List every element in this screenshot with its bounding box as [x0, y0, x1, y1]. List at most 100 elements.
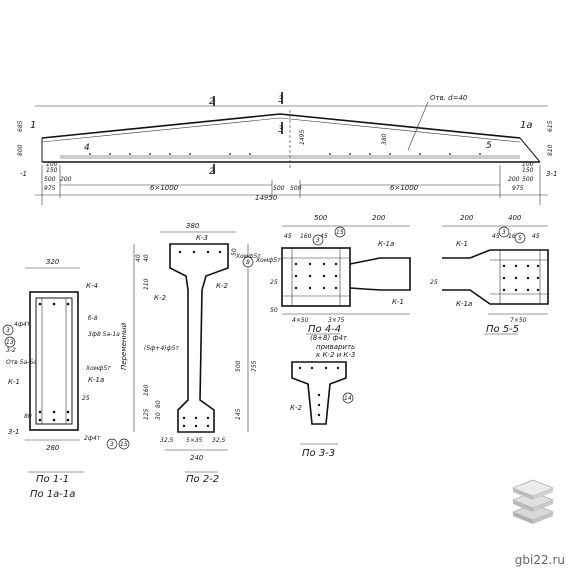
sec22-dim-left-1: 40 [143, 254, 150, 262]
sec22-dim-left-0: 40 [135, 254, 142, 262]
sec22-bottom-2: 32,5 [212, 437, 226, 444]
sec11-side-0: 25 [82, 395, 90, 402]
sec44-dim-top-0: 500 [314, 214, 328, 222]
sec11-bubble-3b-text: 3 [110, 441, 114, 448]
sec55-bubble-5-text: 5 [518, 235, 522, 242]
sec22-label-4: (5ф+4)ф5т [144, 345, 179, 352]
sec44-dim-sub-2: 45 [320, 233, 328, 240]
sec33-note-3: к К-2 и К-3 [316, 351, 355, 359]
sec11-label-7: 2ф4т [84, 435, 101, 442]
right-height-1: 615 [547, 120, 554, 132]
sec22-title: По 2-2 [186, 474, 219, 485]
left-small-2: 100 [46, 161, 58, 168]
sec11-label-6: К-1 [8, 378, 20, 386]
sec22-dim-right-3: 145 [235, 408, 242, 420]
sec44-label-2: К-1 [392, 298, 404, 306]
section-mark-2-bottom: 2 [209, 167, 215, 177]
sec44-bubble-3 [312, 234, 324, 246]
stacked-slabs-icon [512, 479, 554, 524]
left-end-dim: 975 [44, 185, 56, 192]
section-2-2 [133, 231, 249, 473]
sec55-dim-sub-2: 45 [532, 233, 540, 240]
section-mark-3-top: 3 [278, 95, 284, 105]
sec44-side-0: 25 [270, 279, 278, 286]
section-1-1 [25, 267, 84, 473]
sec55-side-0: 25 [430, 279, 438, 286]
right-panel-dim: 6×1000 [390, 184, 419, 192]
sec55-dim-sub-1: 160 [508, 233, 520, 240]
sec22-dim-left-5: 125 [143, 408, 150, 420]
sec55-bubble-3 [498, 226, 510, 238]
sec11-bubble-3b [106, 438, 118, 450]
center-height: 1495 [299, 130, 306, 145]
sec22-side-label: Переменный [120, 322, 128, 370]
sec22-bottom-0: 32,5 [160, 437, 174, 444]
sec11-bubble-15-text: 15 [120, 441, 128, 448]
section-mark-1: 1 [30, 120, 36, 131]
sec44-bubble-3-text: 3 [316, 237, 320, 244]
sec55-bubble-5 [514, 232, 526, 244]
section-mark-5: 5 [486, 141, 492, 151]
sec11-label-1: 4ф4т [14, 321, 31, 328]
section-mark-1a: 1а [520, 120, 533, 131]
sec22-dim-left-7: 30 [155, 412, 162, 420]
sec33-title: По 3-3 [302, 448, 335, 459]
sec11-bubble-15 [118, 438, 130, 450]
left-panel-dim: 6×1000 [150, 184, 179, 192]
sec22-dim-right-1: 500 [235, 360, 242, 372]
sec22-dim-left-6: 80 [155, 400, 162, 408]
sec44-bubble-15-text: 15 [336, 229, 344, 236]
elevation-rebar-dots [89, 153, 481, 155]
center-right-dim: 500 [290, 185, 302, 192]
sec33-note-1: (8+8) ф4т [310, 334, 348, 342]
center-height-2: 380 [381, 133, 388, 145]
sec55-dim-bottom-0: 7×50 [510, 317, 527, 324]
beam-elevation [35, 92, 548, 205]
right-sub-dim: 200 [508, 176, 520, 183]
sec11-label-2: 3-2 [6, 347, 16, 354]
section-5-5 [442, 225, 549, 335]
sec22-bottom-1: 5×35 [186, 437, 203, 444]
sec44-side-1: 50 [270, 307, 278, 314]
sec22-width-bottom: 240 [190, 454, 204, 462]
sec22-width-top: 380 [186, 222, 200, 230]
right-height-2: 810 [547, 144, 554, 156]
sec44-dim-bottom-0: 4×50 [292, 317, 309, 324]
sec11-side-1: 80 [24, 413, 32, 420]
sec22-label-0: К-3 [196, 234, 208, 242]
sec22-dim-left-2: 110 [143, 278, 150, 290]
section-mark-right: 3-1 [546, 170, 557, 178]
sec55-dim-sub-0: 45 [492, 233, 500, 240]
sec11-label-9: К-1а [88, 376, 104, 384]
sec22-dim-right-0: 50 [231, 248, 238, 256]
sec11-label-8: 3-1 [8, 428, 19, 436]
section-mark-4: 4 [84, 143, 90, 153]
sec11-title: По 1-1 [36, 474, 69, 485]
sec22-label-2: К-2 [216, 282, 228, 290]
sec11-label-10: Хомф5т [85, 365, 111, 372]
sec44-dim-sub-0: 45 [284, 233, 292, 240]
center-left-dim: 500 [273, 185, 285, 192]
left-small-1: 150 [46, 167, 58, 174]
section-3-3 [291, 361, 347, 445]
sec11-bubble-13-text: 13 [6, 339, 14, 346]
right-small-1: 100 [522, 161, 534, 168]
site-watermark[interactable]: gbi22.ru [514, 553, 565, 567]
left-sub-dim: 500 [44, 176, 56, 183]
sec11-width-top: 320 [46, 258, 60, 266]
right-small-2: 150 [522, 167, 534, 174]
sec55-dim-top-1: 400 [508, 214, 522, 222]
sec11-title-alt: По 1а-1а [30, 489, 75, 500]
sec44-title: По 4-4 [308, 324, 341, 335]
sec11-label-5: Отв 5а-6а [6, 359, 37, 366]
sec22-dim-left-4: 160 [143, 384, 150, 396]
left-height-1: 685 [17, 120, 24, 132]
sec33-bubble-text: 14 [344, 395, 352, 402]
sec11-label-3: б-8 [88, 315, 98, 322]
sec22-label-1: К-2 [154, 294, 166, 302]
section-4-4 [281, 225, 411, 335]
sec55-dim-top-0: 200 [460, 214, 474, 222]
sec55-label-1: К-1а [456, 300, 472, 308]
sec11-label-4: 3ф8 5а-1а [88, 331, 120, 338]
